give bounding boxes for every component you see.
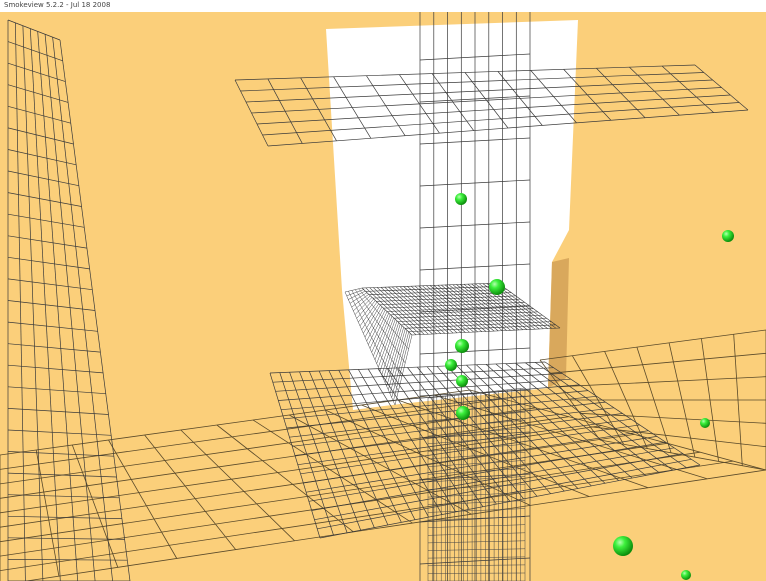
green-sphere-icon [455,193,467,205]
particle-layer [445,193,734,580]
left-wall-grid [7,19,131,581]
3d-viewport[interactable] [0,12,766,581]
green-sphere-icon [456,375,468,387]
fine-mesh-top [361,282,561,336]
green-sphere-icon [681,570,691,580]
green-sphere-icon [700,418,710,428]
green-sphere-icon [456,406,470,420]
green-sphere-icon [445,359,457,371]
green-sphere-icon [613,536,633,556]
green-sphere-icon [455,339,469,353]
obstruction-shadow-face [548,258,569,388]
upper-plate-grid [234,64,749,147]
window-title: Smokeview 5.2.2 - Jul 18 2008 [4,1,111,9]
smoke-scene-canvas[interactable] [0,12,766,581]
fine-mesh-front [344,287,413,406]
lower-vertical-slice [427,387,526,581]
lower-fine-grid [269,361,701,539]
green-sphere-icon [722,230,734,242]
green-sphere-icon [489,279,505,295]
obstruction-front-face [326,20,578,410]
window-titlebar: Smokeview 5.2.2 - Jul 18 2008 [0,0,766,12]
